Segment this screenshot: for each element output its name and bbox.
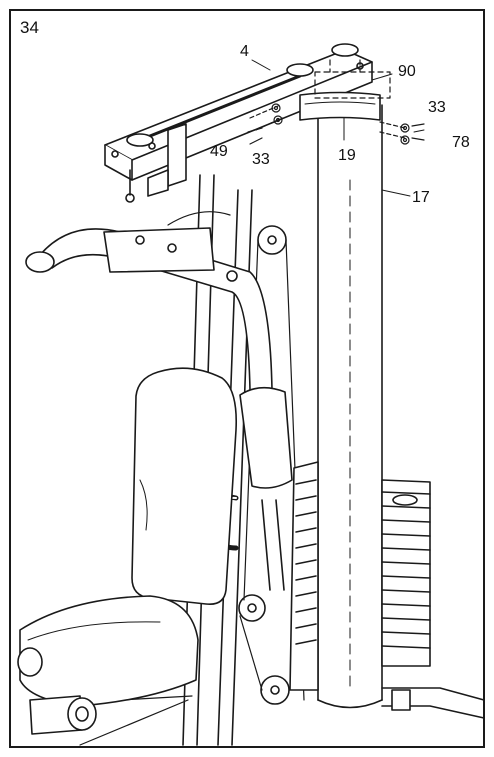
main-column bbox=[317, 104, 383, 709]
callout-17: 17 bbox=[412, 189, 430, 206]
base-rails bbox=[381, 687, 485, 719]
hardware bbox=[247, 103, 425, 145]
callout-33-left: 33 bbox=[252, 151, 270, 168]
pulleys bbox=[238, 225, 290, 705]
arm-pad bbox=[239, 386, 293, 489]
callout-90: 90 bbox=[398, 63, 416, 80]
seat-back bbox=[131, 367, 238, 606]
callout-19: 19 bbox=[338, 147, 356, 164]
callout-4: 4 bbox=[240, 43, 249, 60]
step-number: 34 bbox=[20, 18, 39, 37]
column-cap bbox=[299, 91, 381, 121]
crossbar-bracket bbox=[125, 123, 187, 203]
seat-cushion bbox=[19, 595, 199, 707]
callout-33-right: 33 bbox=[428, 99, 446, 116]
weight-stack bbox=[289, 461, 431, 691]
leg-roller bbox=[17, 647, 97, 735]
leader-lines bbox=[251, 59, 425, 197]
callout-49: 49 bbox=[210, 143, 228, 160]
bracket-90 bbox=[314, 59, 391, 99]
callout-78: 78 bbox=[452, 134, 470, 151]
